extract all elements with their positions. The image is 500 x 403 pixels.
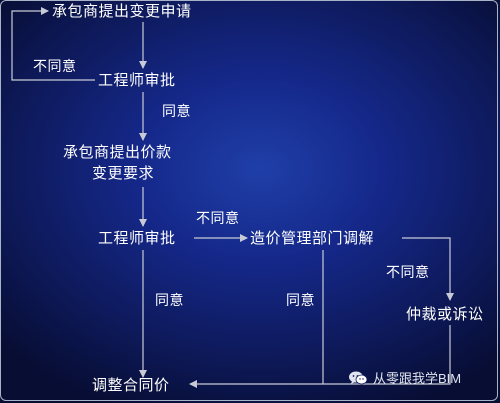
label-disagree-3: 不同意 <box>386 265 430 281</box>
watermark-text: 从零跟我学BIM <box>373 371 462 386</box>
node-engineer-review-2: 工程师审批 <box>98 229 176 247</box>
wechat-icon <box>348 370 368 386</box>
label-disagree-2: 不同意 <box>196 211 240 227</box>
node-contractor-price-request-line2: 变更要求 <box>92 164 155 182</box>
label-agree-1: 同意 <box>162 104 191 120</box>
label-disagree-1: 不同意 <box>33 59 77 75</box>
node-arbitration-or-litigation: 仲裁或诉讼 <box>406 305 484 323</box>
label-agree-3: 同意 <box>286 293 315 309</box>
node-contractor-change-request: 承包商提出变更申请 <box>52 2 192 20</box>
edge-arbitration-to-adjust <box>189 325 451 388</box>
node-engineer-review-1: 工程师审批 <box>98 71 176 89</box>
edge-disagree-3 <box>402 237 454 301</box>
node-adjust-contract-price: 调整合同价 <box>92 376 170 394</box>
node-cost-management-mediation: 造价管理部门调解 <box>250 229 375 247</box>
node-contractor-price-request-line1: 承包商提出价款 <box>63 143 172 161</box>
label-agree-2: 同意 <box>155 293 184 309</box>
edge-disagree-1 <box>11 7 95 81</box>
watermark: 从零跟我学BIM <box>348 368 461 387</box>
